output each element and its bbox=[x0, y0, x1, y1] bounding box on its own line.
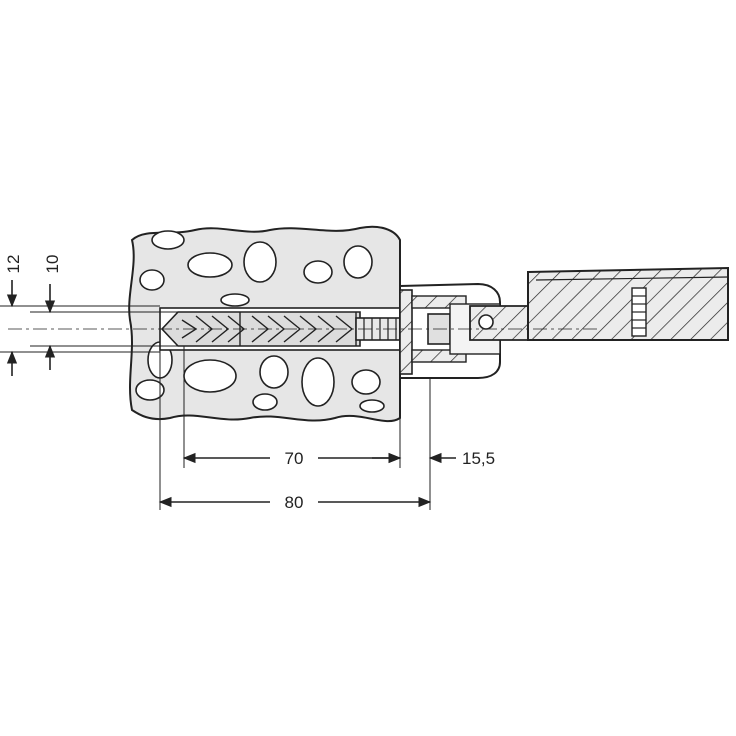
dim-label-12: 12 bbox=[4, 255, 23, 274]
dim-label-70: 70 bbox=[285, 449, 304, 468]
dim-label-15-5: 15,5 bbox=[462, 449, 495, 468]
dim-label-80: 80 bbox=[285, 493, 304, 512]
dimension-depths: 70 80 15,5 bbox=[158, 346, 495, 512]
dimension-hole-diameters: 12 10 bbox=[0, 255, 178, 376]
dim-label-10: 10 bbox=[43, 255, 62, 274]
panel bbox=[527, 266, 729, 341]
wall-pores bbox=[135, 230, 385, 413]
